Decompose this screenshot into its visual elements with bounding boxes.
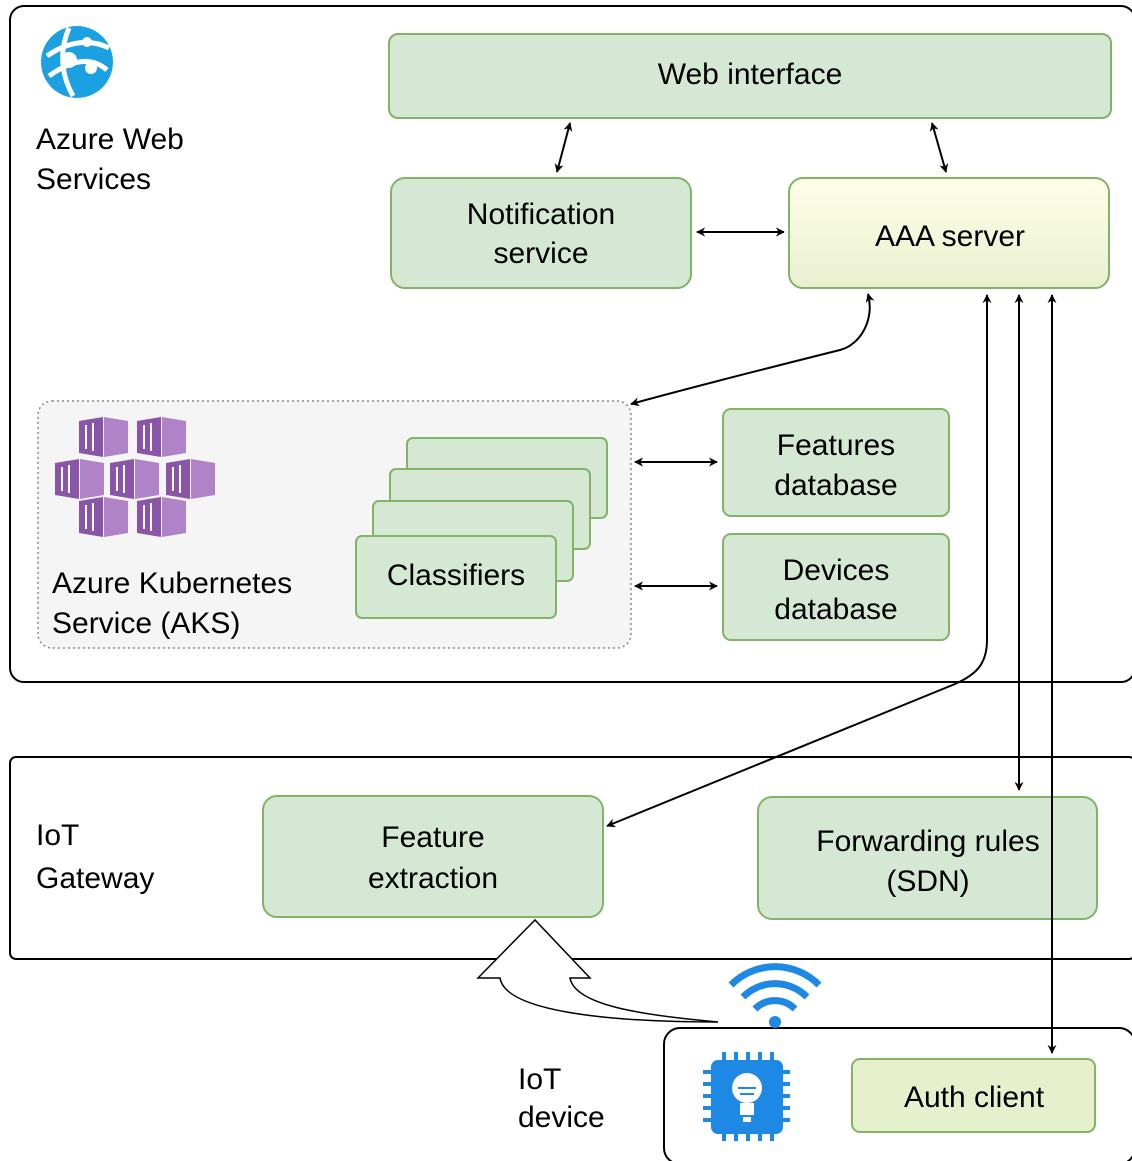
azure-web-services-label-line2: Services — [36, 163, 151, 196]
arrow-web-aaa — [929, 122, 949, 173]
aks-label-line2: Service (AKS) — [52, 607, 240, 640]
feature-extraction-label-line1: Feature — [381, 821, 484, 854]
forwarding-rules-label-line2: (SDN) — [886, 865, 969, 898]
devices-database-label-line2: database — [774, 593, 897, 626]
aaa-server-label: AAA server — [875, 220, 1025, 253]
classifiers-stack[interactable]: Classifiers — [355, 437, 608, 619]
devices-database-label-line1: Devices — [783, 554, 890, 587]
feature-extraction-box[interactable]: Feature extraction — [262, 795, 604, 918]
classifiers-label: Classifiers — [387, 559, 525, 592]
iot-device-label-line2: device — [518, 1101, 605, 1134]
web-interface-label: Web interface — [658, 58, 843, 91]
devices-database-box[interactable]: Devices database — [722, 533, 950, 641]
iot-chip-icon — [703, 1052, 790, 1141]
iot-device-label-line1: IoT — [518, 1063, 561, 1096]
auth-client-label: Auth client — [904, 1081, 1045, 1114]
azure-web-services-icon — [41, 26, 113, 98]
aaa-server-box[interactable]: AAA server — [788, 177, 1110, 289]
features-database-label-line1: Features — [777, 429, 895, 462]
arrow-aaa-feature-extraction — [606, 294, 992, 828]
azure-web-services-label-line1: Azure Web — [36, 123, 184, 156]
iot-gateway-label-line1: IoT — [36, 819, 79, 852]
iot-gateway-label-line2: Gateway — [36, 862, 154, 895]
notification-service-label-line1: Notification — [467, 198, 615, 231]
arrow-web-notification — [554, 122, 573, 173]
connectors — [554, 122, 1057, 1054]
notification-service-box[interactable]: Notification service — [390, 177, 692, 289]
web-interface-box[interactable]: Web interface — [388, 33, 1112, 119]
notification-service-label-line2: service — [493, 237, 588, 270]
aks-label-line1: Azure Kubernetes — [52, 567, 292, 600]
kubernetes-service-icon — [55, 417, 215, 537]
forwarding-rules-box[interactable]: Forwarding rules (SDN) — [757, 796, 1098, 920]
forwarding-rules-label-line1: Forwarding rules — [816, 825, 1039, 858]
auth-client-box[interactable]: Auth client — [851, 1058, 1096, 1133]
features-database-label-line2: database — [774, 469, 897, 502]
device-to-feature-extraction-arrow — [476, 918, 719, 1023]
feature-extraction-label-line2: extraction — [368, 862, 498, 895]
wifi-icon — [728, 963, 822, 1028]
features-database-box[interactable]: Features database — [722, 408, 950, 517]
